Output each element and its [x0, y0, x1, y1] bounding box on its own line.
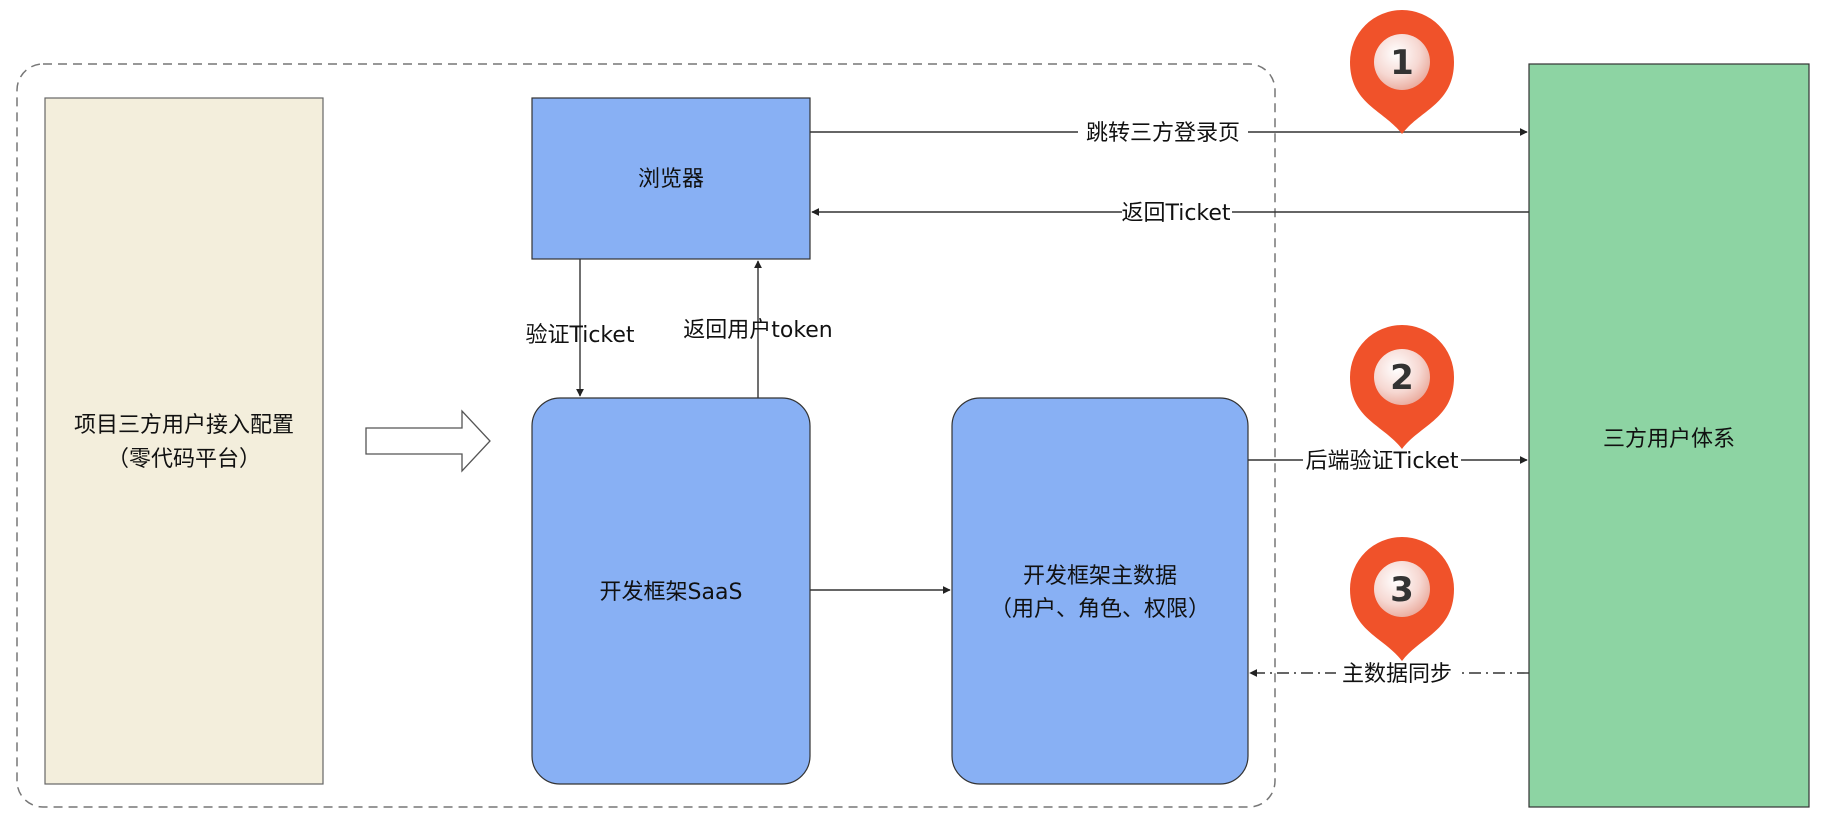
step-marker-2: 2	[1350, 325, 1454, 449]
masterdata-box	[951, 397, 1249, 785]
system-boundary	[16, 63, 1276, 808]
step-marker-3: 3	[1350, 537, 1454, 661]
marker-number: 3	[1390, 570, 1414, 610]
edge-label-masterdata-sync: 主数据同步	[1342, 662, 1452, 687]
config-label-line2: （零代码平台）	[107, 447, 261, 472]
config-label-line1: 项目三方用户接入配置	[74, 413, 294, 438]
masterdata-label-line2: （用户、角色、权限）	[990, 597, 1210, 622]
thirdparty-label: 三方用户体系	[1603, 427, 1735, 452]
edge-label-backend-verify: 后端验证Ticket	[1305, 449, 1458, 474]
browser-box	[531, 97, 811, 260]
thirdparty-box	[1528, 63, 1810, 808]
edge-label-return-ticket: 返回Ticket	[1121, 201, 1230, 226]
edge-label-return-token: 返回用户token	[683, 318, 833, 343]
step-marker-1: 1	[1350, 10, 1454, 134]
masterdata-label-line1: 开发框架主数据	[1023, 564, 1177, 589]
browser-label: 浏览器	[638, 167, 704, 192]
marker-number: 1	[1390, 43, 1414, 83]
edge-label-jump-login: 跳转三方登录页	[1086, 121, 1240, 146]
edge-label-verify-ticket: 验证Ticket	[525, 323, 634, 348]
marker-number: 2	[1390, 358, 1414, 398]
saas-box	[531, 397, 811, 785]
hollow-right-arrow	[365, 409, 491, 473]
config-box	[44, 97, 324, 785]
saas-label: 开发框架SaaS	[600, 580, 743, 605]
